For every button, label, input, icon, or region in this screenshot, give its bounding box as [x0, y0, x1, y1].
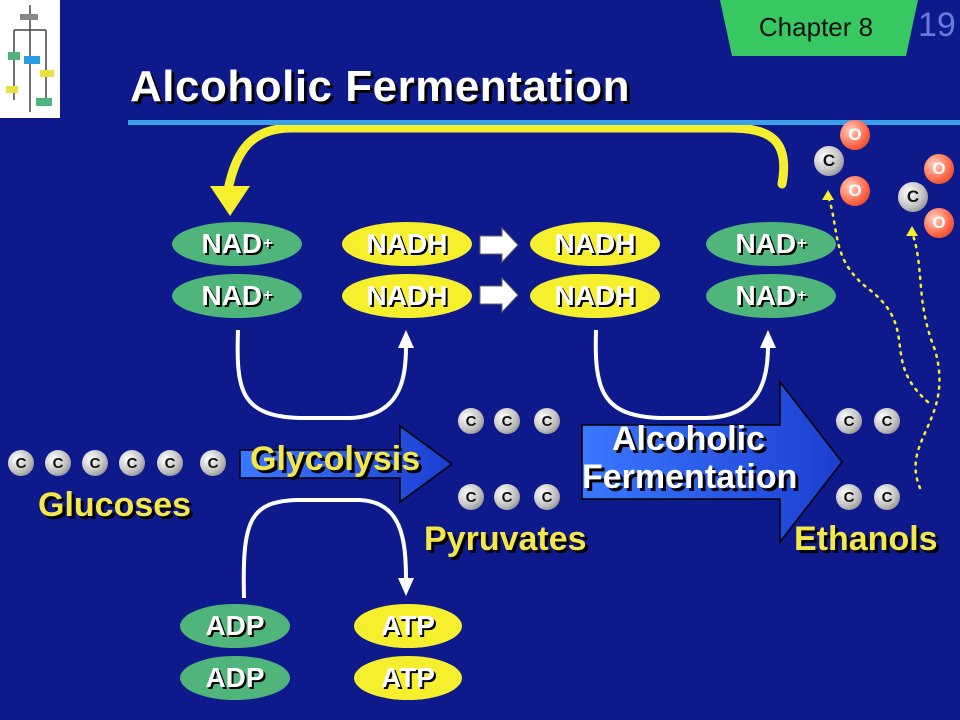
nadh-pill: NADH [530, 222, 660, 266]
carbon-atom: C [45, 450, 71, 476]
oxygen-atom: O [924, 208, 954, 238]
carbon-atom: C [458, 408, 484, 434]
glycolysis-arrow [239, 424, 454, 504]
chapter-tab: Chapter 8 [718, 0, 918, 56]
oxygen-atom: O [840, 176, 870, 206]
nad-to-nadh-curve [235, 329, 408, 420]
carbon-atom: C [458, 484, 484, 510]
adp-pill: ADP [180, 656, 290, 700]
carbon-atom: C [534, 484, 560, 510]
slide-title: Alcoholic Fermentation [130, 62, 630, 111]
carbon-atom: C [836, 408, 862, 434]
fermentation-label: Fermentation [582, 458, 798, 496]
carbon-atom: C [874, 408, 900, 434]
plus-sign: + [797, 235, 807, 252]
carbon-atom: C [534, 408, 560, 434]
plus-sign: + [797, 287, 807, 304]
carbon-atom: C [157, 450, 183, 476]
adp-pill: ADP [180, 604, 290, 648]
pyruvates-label: Pyruvates [424, 520, 587, 558]
carbon-atom: C [200, 450, 226, 476]
co2-path-1 [910, 230, 941, 490]
nad-plus-pill: NAD+ [706, 222, 836, 266]
recycle-arrow-head [210, 186, 250, 216]
ethanols-label: Ethanols [794, 520, 938, 558]
transfer-arrow-1 [479, 226, 519, 264]
nad-plus-label: NAD [735, 280, 797, 311]
nadh-to-nad-curve [593, 329, 770, 420]
glycolysis-label: Glycolysis [250, 440, 421, 478]
carbon-atom: C [494, 408, 520, 434]
nadh-label: NADH [366, 280, 448, 311]
pathway-thumbnail-icon [0, 0, 60, 118]
alcoholic-label: Alcoholic [612, 420, 766, 458]
nad-plus-label: NAD [735, 228, 797, 259]
carbon-atom: C [874, 484, 900, 510]
glucoses-label: Glucoses [38, 486, 192, 524]
carbon-atom: C [898, 182, 928, 212]
atp-pill: ATP [354, 604, 462, 648]
plus-sign: + [263, 235, 273, 252]
nadh-pill: NADH [530, 274, 660, 318]
carbon-atom: C [836, 484, 862, 510]
atp-label: ATP [381, 610, 435, 641]
plus-sign: + [263, 287, 273, 304]
slide-number: 19 [918, 6, 956, 44]
nadh-pill: NADH [342, 222, 472, 266]
adp-label: ADP [205, 662, 265, 693]
transfer-arrow-2 [479, 276, 519, 314]
oxygen-atom: O [840, 120, 870, 150]
nad-plus-pill: NAD+ [172, 274, 302, 318]
chapter-tab-shape [720, 0, 918, 56]
title-underline [128, 120, 960, 125]
nad-plus-pill: NAD+ [172, 222, 302, 266]
nadh-label: NADH [366, 228, 448, 259]
adp-to-atp-curve [241, 498, 408, 599]
fermentation-arrow [581, 379, 843, 545]
nad-plus-pill: NAD+ [706, 274, 836, 318]
atp-label: ATP [381, 662, 435, 693]
nad-plus-label: NAD [201, 280, 263, 311]
oxygen-atom: O [924, 154, 954, 184]
nadh-label: NADH [554, 280, 636, 311]
carbon-atom: C [82, 450, 108, 476]
recycle-arrow [223, 123, 789, 195]
carbon-atom: C [8, 450, 34, 476]
carbon-atom: C [814, 146, 844, 176]
chapter-label: Chapter 8 [758, 12, 874, 42]
adp-label: ADP [205, 610, 265, 641]
nad-plus-label: NAD [201, 228, 263, 259]
carbon-atom: C [494, 484, 520, 510]
nadh-label: NADH [554, 228, 636, 259]
carbon-atom: C [119, 450, 145, 476]
nadh-pill: NADH [342, 274, 472, 318]
co2-path-2 [826, 194, 930, 404]
atp-pill: ATP [354, 656, 462, 700]
